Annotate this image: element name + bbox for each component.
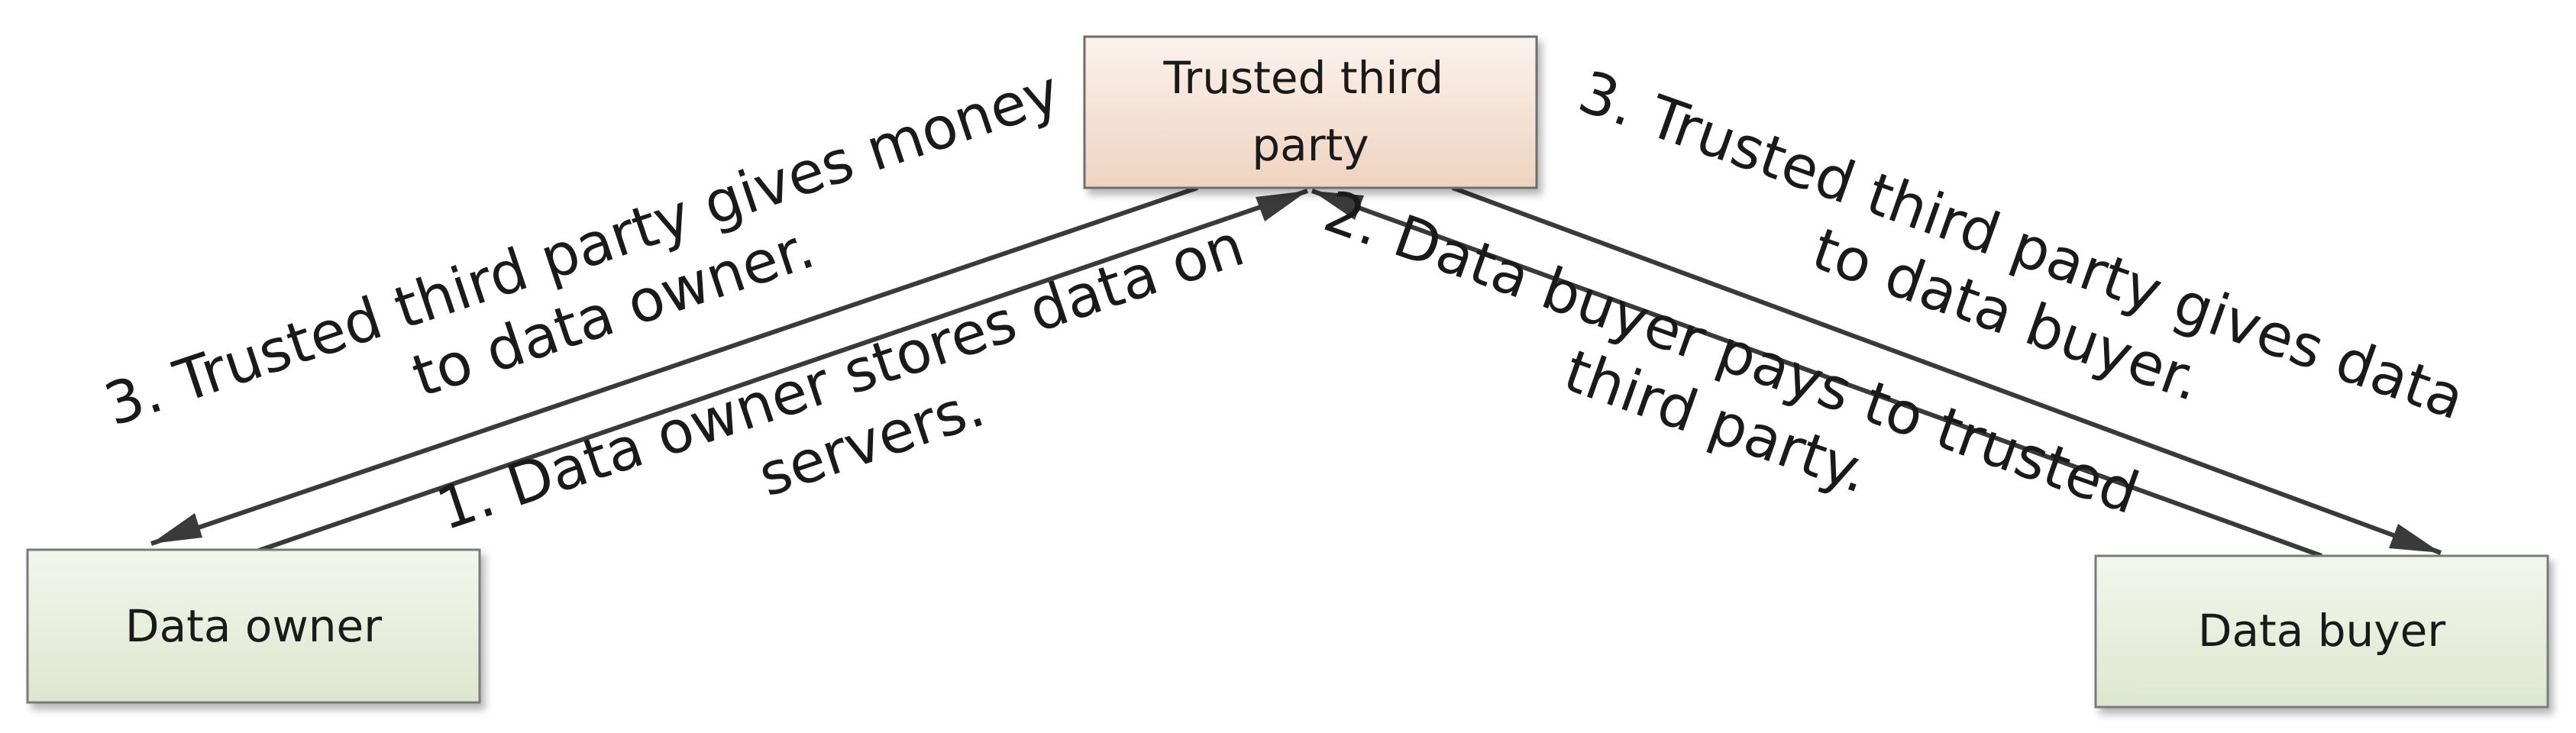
arrow-owner-to-third-party [251,189,1308,555]
arrowhead-ttp-left [1256,191,1307,221]
data-owner-box [26,548,481,704]
data-owner-label: Data owner [125,600,382,652]
arrow-third-party-to-owner [150,186,1198,546]
trusted-third-party-box [1083,35,1538,189]
arrows [150,186,2442,558]
arrowhead-buyer [2389,524,2441,553]
svg-text:Trusted third party: Trusted third party [1162,52,1457,171]
arrowhead-owner [151,513,202,544]
node-data-owner: Data owner [26,548,481,704]
arrowhead-ttp-right [1312,191,1364,220]
trusted-third-party-label-line-1: Trusted third [1162,52,1443,104]
node-trusted-third-party: Trusted third party [1083,35,1538,189]
node-data-buyer: Data buyer [2094,554,2549,709]
trusted-third-party-label-line-2: party [1252,119,1369,171]
arrow-third-party-to-buyer [1451,186,2442,555]
arrow-buyer-to-third-party [1311,189,2323,558]
data-buyer-box [2094,554,2549,709]
data-buyer-label: Data buyer [2198,605,2446,657]
